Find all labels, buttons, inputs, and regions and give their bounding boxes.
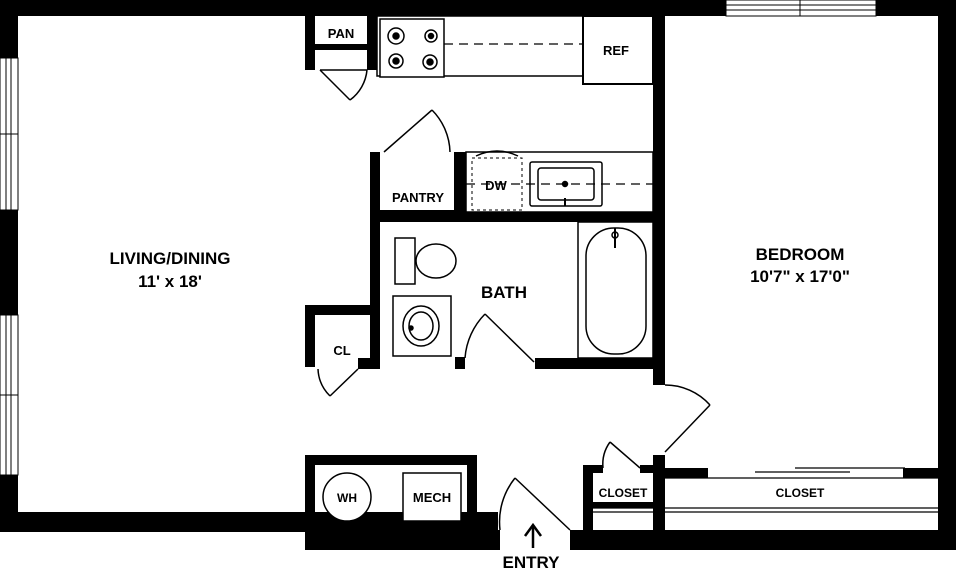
kitchen-sink (529, 161, 603, 207)
refrigerator (582, 15, 654, 85)
cl-door[interactable] (317, 368, 359, 397)
wh-label: WH (337, 491, 357, 505)
entry-door[interactable] (498, 477, 571, 531)
bedroom-size: 10'7" x 17'0" (750, 267, 850, 286)
bath-door[interactable] (464, 313, 535, 363)
bedroom-name: BEDROOM (756, 245, 845, 264)
entry-label: ENTRY (503, 553, 561, 571)
toilet (394, 237, 457, 285)
entry-arrow-icon (523, 522, 543, 548)
pantry-label: PANTRY (392, 190, 444, 205)
bathtub (577, 221, 654, 359)
bathroom-vanity (392, 295, 452, 357)
small-closet-shelf (593, 507, 653, 513)
cl-label: CL (333, 343, 350, 358)
stove (379, 18, 445, 78)
pantry-door[interactable] (383, 109, 451, 153)
mech-label: MECH (413, 490, 451, 505)
ref-label: REF (603, 43, 629, 58)
closet-bedroom-label: CLOSET (776, 486, 825, 500)
bedroom-door[interactable] (664, 384, 711, 453)
mechanical-unit (402, 472, 462, 522)
closet-small-label: CLOSET (599, 486, 648, 500)
living-dining-size: 11' x 18' (138, 272, 202, 291)
bedroom-closet-doors (665, 467, 938, 513)
window-living-left-lower (0, 314, 19, 476)
interior-walls (305, 0, 956, 550)
pan-label: PAN (328, 26, 354, 41)
dw-label: DW (485, 178, 507, 193)
window-bedroom-top (725, 0, 877, 17)
pan-door[interactable] (319, 69, 368, 101)
water-heater (322, 472, 372, 522)
small-closet-door[interactable] (602, 441, 641, 469)
bath-name: BATH (481, 283, 527, 302)
living-dining-name: LIVING/DINING (110, 249, 231, 268)
window-living-left-upper (0, 57, 19, 211)
